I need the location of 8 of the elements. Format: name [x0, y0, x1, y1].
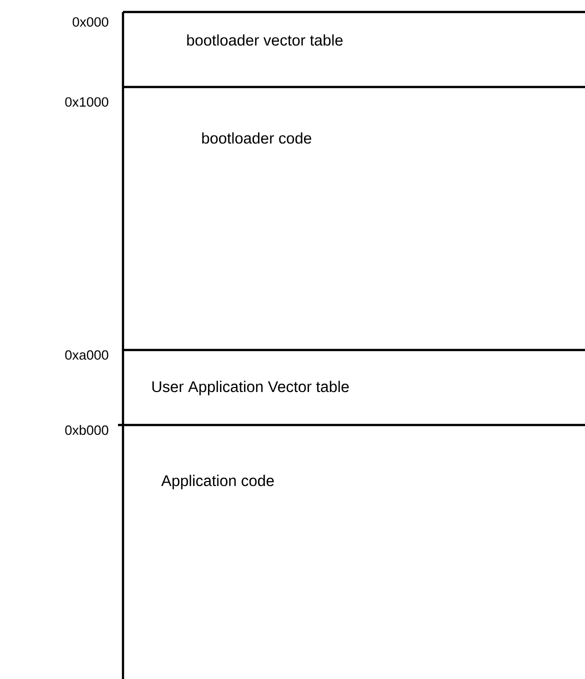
- memory-region: bootloader code: [122, 86, 585, 350]
- address-label: 0xa000: [65, 350, 108, 360]
- memory-region: User Application Vector table: [122, 348, 585, 425]
- address-label: 0x1000: [65, 97, 108, 107]
- address-label: 0xb000: [65, 425, 108, 435]
- address-label: 0x000: [72, 17, 108, 27]
- memory-region: bootloader vector table: [122, 10, 585, 87]
- memory-region: Application code: [118, 424, 585, 679]
